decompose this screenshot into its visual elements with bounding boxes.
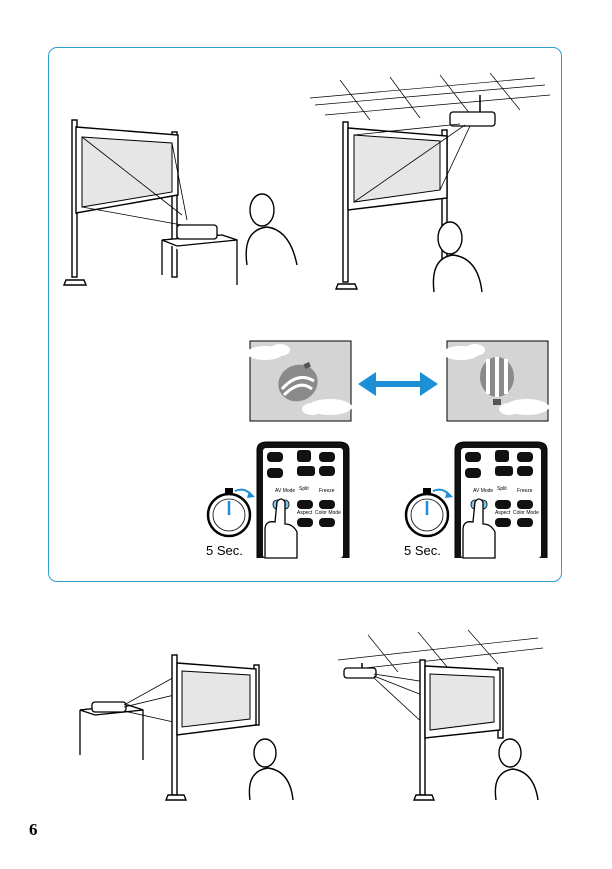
svg-text:Color Mode: Color Mode: [315, 510, 341, 516]
side-desk-projector-illustration: [79, 654, 294, 801]
remote-control-left: AV Mode Split Freeze Aspect Color Mode: [256, 441, 350, 559]
projector-icon: [343, 667, 377, 679]
person-icon: [248, 738, 294, 801]
stopwatch-icon: [404, 488, 453, 538]
remote-control-right: AV Mode Split Freeze Aspect Color Mode: [454, 441, 548, 559]
cloud-icon: [443, 344, 549, 415]
double-arrow-icon: [358, 372, 438, 396]
person-icon: [494, 738, 539, 801]
svg-text:AV Mode: AV Mode: [473, 488, 493, 494]
projector-icon: [91, 701, 127, 713]
screen-desk-projector-illustration: [62, 119, 298, 286]
corrected-image: [443, 340, 549, 422]
svg-text:Split: Split: [497, 486, 507, 492]
person-icon: [432, 221, 483, 293]
stopwatch-icon: [206, 488, 255, 538]
balloon-icon: [480, 357, 514, 405]
screen-ceiling-projector-illustration: [309, 72, 551, 293]
svg-text:Freeze: Freeze: [319, 488, 335, 494]
timer-label-left: 5 Sec.: [206, 543, 243, 558]
page-number: 6: [29, 820, 38, 839]
svg-text:Aspect: Aspect: [495, 510, 511, 516]
svg-text:AV Mode: AV Mode: [275, 488, 295, 494]
svg-text:Color Mode: Color Mode: [513, 510, 539, 516]
cloud-icon: [247, 344, 352, 415]
projector-icon: [176, 224, 218, 240]
distorted-image: [247, 340, 352, 422]
balloon-icon: [278, 361, 318, 402]
person-icon: [245, 193, 298, 266]
hand-icon: [462, 498, 496, 559]
projector-icon: [449, 111, 496, 127]
illustration-panel: [48, 47, 562, 582]
timer-label-right: 5 Sec.: [404, 543, 441, 558]
side-ceiling-projector-illustration: [337, 629, 544, 801]
svg-text:Aspect: Aspect: [297, 510, 313, 516]
hand-icon: [264, 498, 298, 559]
svg-text:Freeze: Freeze: [517, 488, 533, 494]
svg-text:Split: Split: [299, 486, 309, 492]
